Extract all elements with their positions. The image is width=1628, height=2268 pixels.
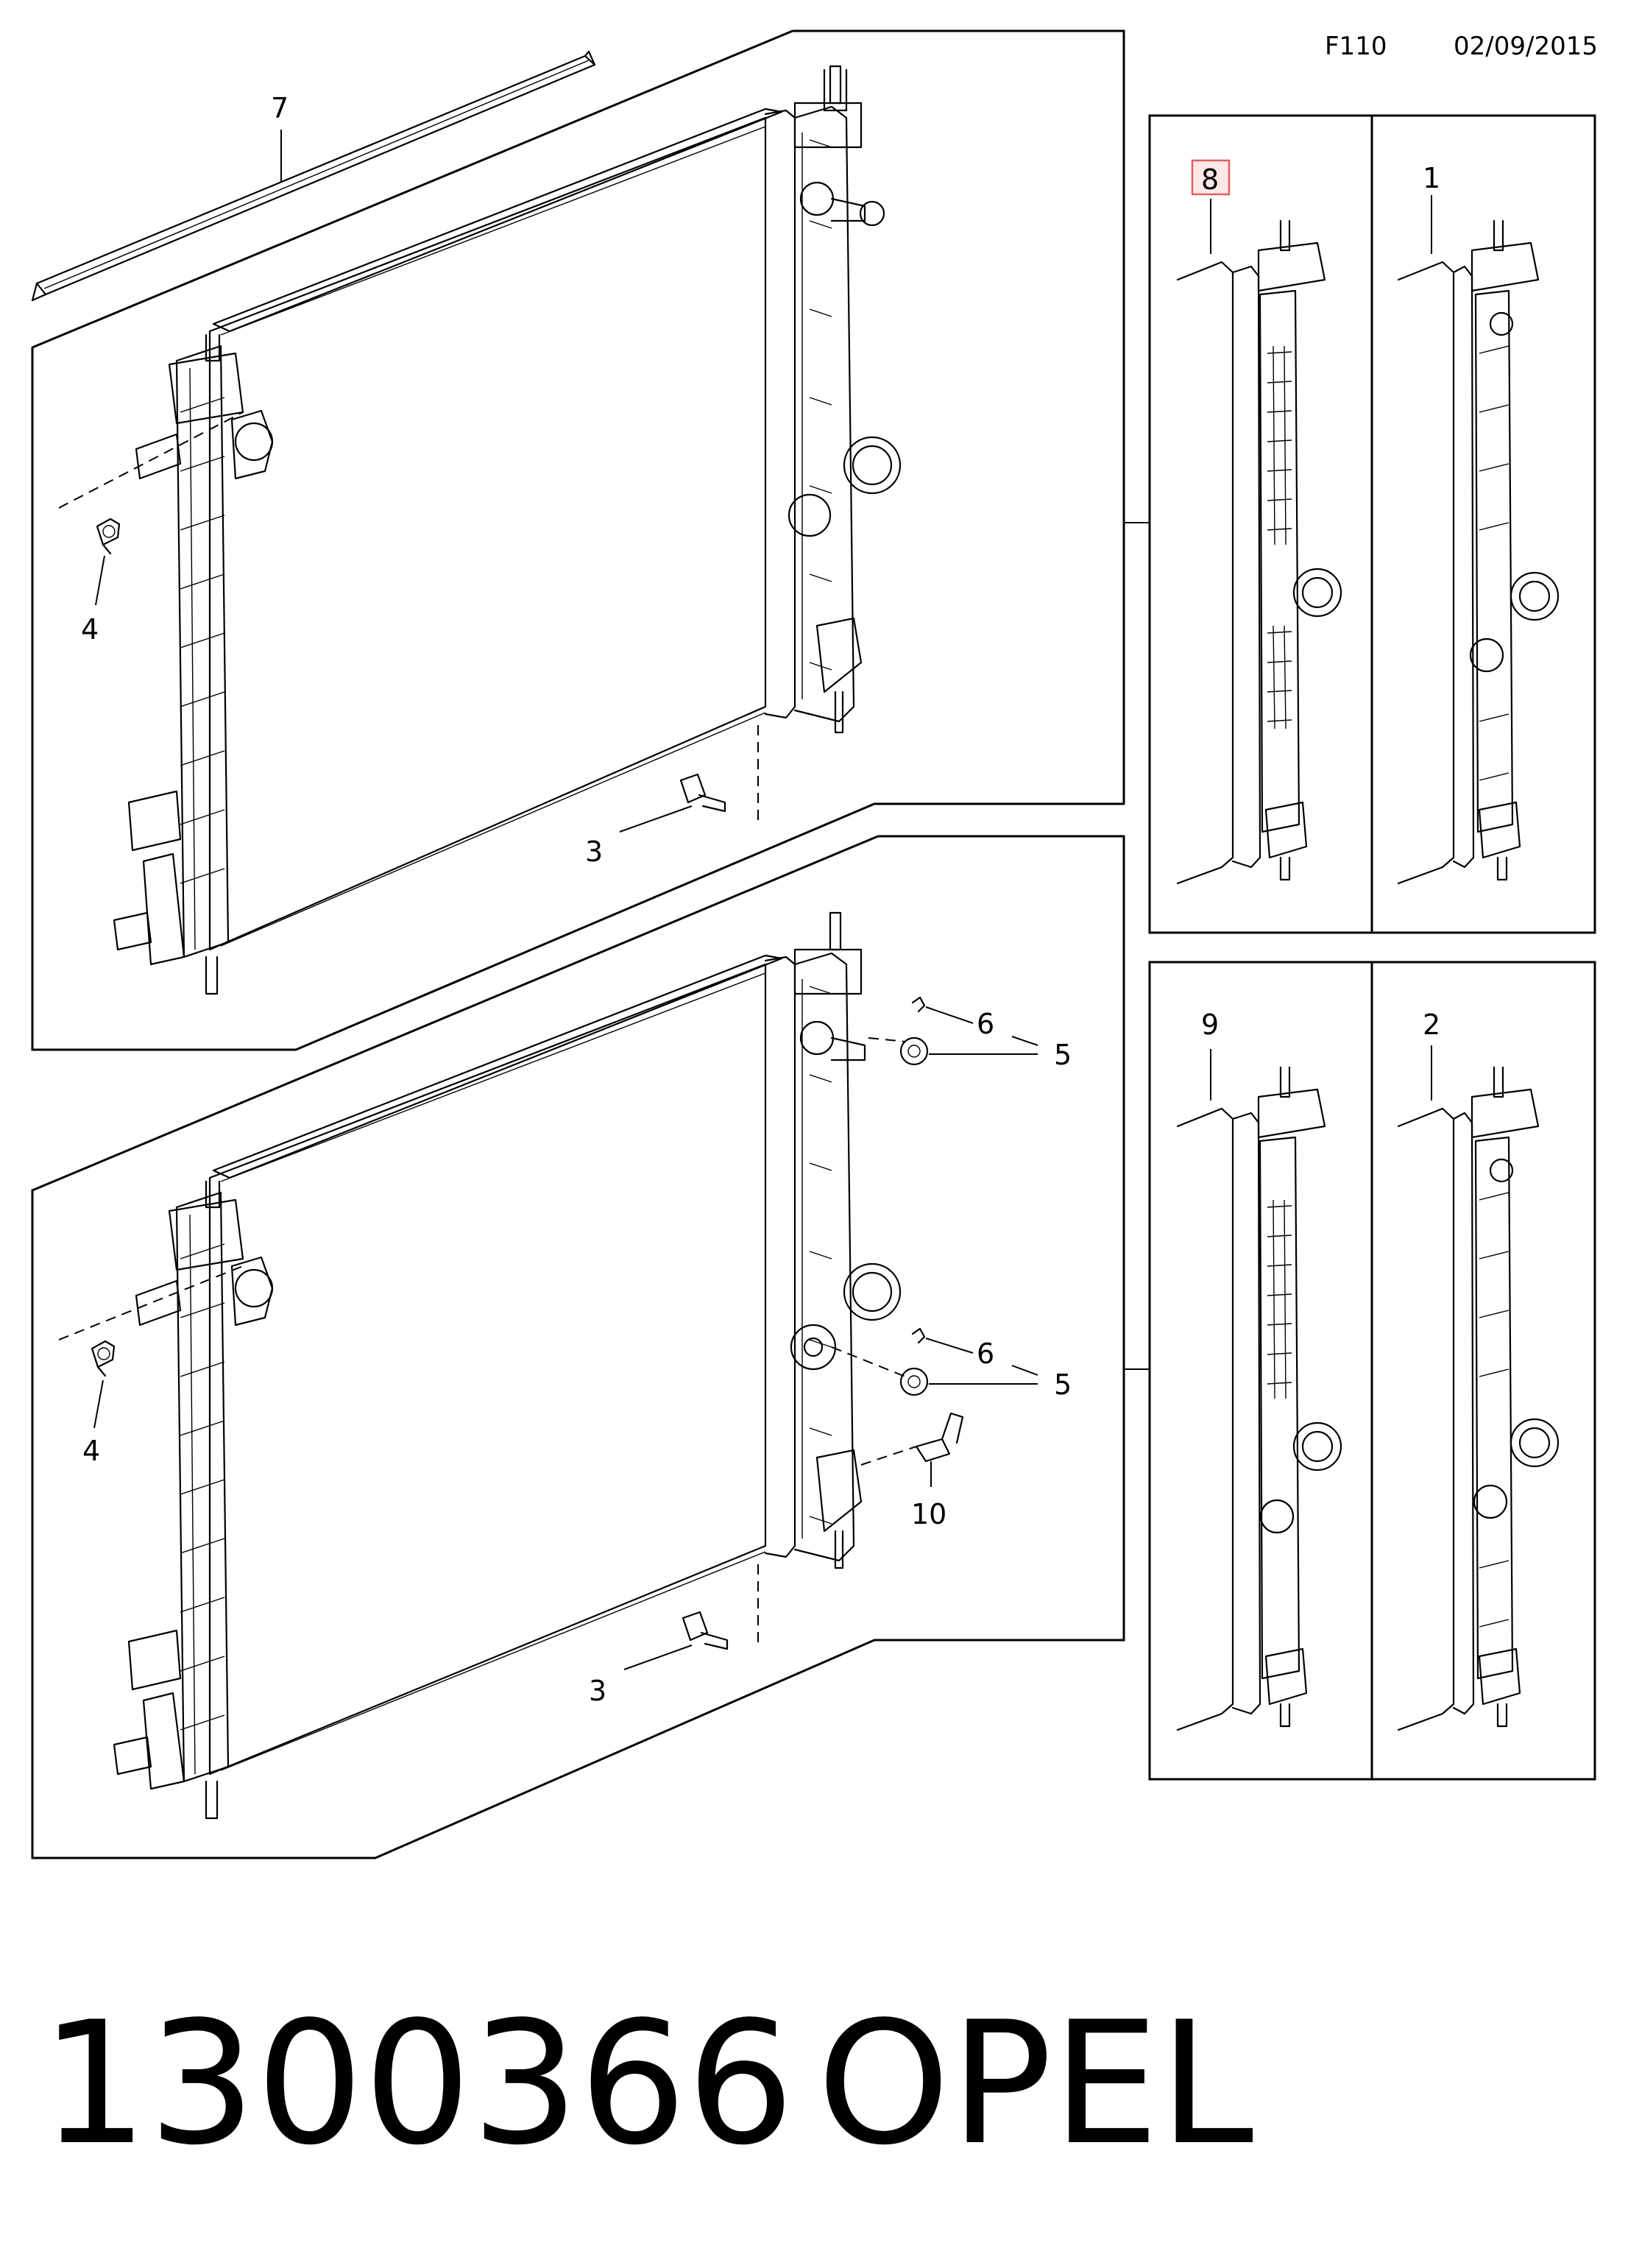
highlight-box-8 (1191, 159, 1231, 196)
variant-panel-bottom (1148, 961, 1596, 1781)
clip-icon (911, 1327, 926, 1344)
nut-icon (899, 1367, 929, 1396)
part-number: 1300366 (40, 1986, 794, 2183)
radiator-variant-2-icon (1397, 1066, 1560, 1731)
callout-3-bottom: 3 (589, 1675, 606, 1707)
callout-4-bottom: 4 (82, 1435, 100, 1467)
sensor-bolt-icon (682, 1611, 729, 1650)
seal-strip-icon (31, 50, 596, 302)
callout-5-bottom-b: 5 (1054, 1368, 1072, 1401)
callout-10: 10 (911, 1498, 946, 1530)
callout-2: 2 (1423, 1008, 1440, 1041)
brand-name: OPEL (817, 1986, 1253, 2183)
diagram-code: F110 (1325, 32, 1387, 61)
top-assembly-frame (31, 29, 1125, 1051)
bracket-clip-icon (91, 1340, 116, 1377)
callout-7: 7 (271, 92, 289, 124)
radiator-variant-9-icon (1176, 1066, 1342, 1731)
temperature-sensor-icon (915, 1412, 964, 1463)
bottom-assembly-frame (31, 835, 1125, 1859)
top-radiator-icon (113, 65, 902, 995)
bottom-radiator-icon (113, 911, 902, 1820)
callout-3-top: 3 (585, 836, 603, 868)
callout-8: 8 (1201, 163, 1219, 196)
sensor-bolt-icon (679, 773, 726, 813)
diagram-date: 02/09/2015 (1454, 32, 1598, 61)
callout-4-top: 4 (81, 613, 99, 646)
variant-panel-top (1148, 114, 1596, 934)
callout-9: 9 (1201, 1008, 1219, 1041)
radiator-variant-1-icon (1397, 219, 1560, 885)
clip-icon (911, 996, 926, 1013)
callout-5-bottom-a: 5 (1054, 1039, 1072, 1071)
nut-icon (899, 1036, 929, 1066)
radiator-variant-8-icon (1176, 219, 1342, 885)
callout-1: 1 (1423, 162, 1440, 194)
callout-6-bottom-a: 6 (977, 1008, 994, 1040)
callout-6-bottom-b: 6 (977, 1338, 994, 1370)
bracket-clip-icon (96, 517, 121, 555)
